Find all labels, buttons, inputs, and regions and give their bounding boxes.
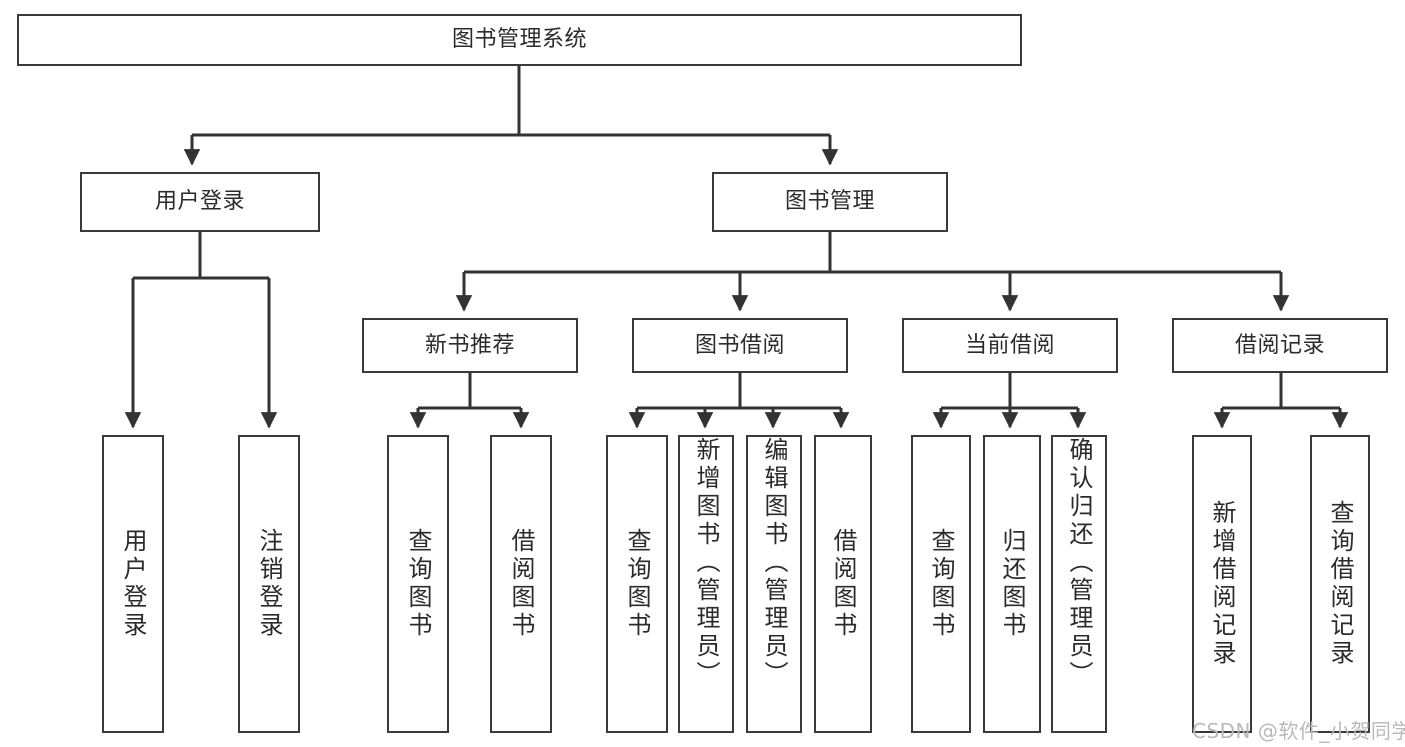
node-root-system[interactable]: 图书管理系统 [17, 14, 1022, 66]
node-leaf-query-book-current[interactable]: 查询图书 [911, 435, 971, 733]
node-label: 查询借阅记录 [1326, 500, 1354, 668]
node-new-book-recommend[interactable]: 新书推荐 [362, 318, 578, 373]
node-current-borrow[interactable]: 当前借阅 [902, 318, 1118, 373]
node-label: 图书管理系统 [451, 27, 587, 53]
node-leaf-logout[interactable]: 注销登录 [238, 435, 300, 733]
node-leaf-query-book-recommend[interactable]: 查询图书 [387, 435, 449, 733]
node-label: 注销登录 [255, 528, 283, 640]
node-label: 借阅图书 [829, 528, 857, 640]
node-label: 新增借阅记录 [1208, 500, 1236, 668]
node-label: 查询图书 [623, 528, 651, 640]
node-label: 新增图书（管理员） [692, 437, 720, 689]
node-book-management[interactable]: 图书管理 [712, 172, 948, 232]
node-borrow-record[interactable]: 借阅记录 [1172, 318, 1388, 373]
node-label: 借阅图书 [507, 528, 535, 640]
node-leaf-borrow-book[interactable]: 借阅图书 [814, 435, 872, 733]
node-leaf-add-book-admin[interactable]: 新增图书（管理员） [678, 435, 734, 733]
node-leaf-confirm-return-admin[interactable]: 确认归还（管理员） [1051, 435, 1107, 733]
node-label: 查询图书 [404, 528, 432, 640]
node-label: 图书管理 [784, 189, 875, 215]
node-leaf-query-book-borrow[interactable]: 查询图书 [606, 435, 668, 733]
node-label: 当前借阅 [964, 332, 1055, 358]
node-leaf-query-borrow-record[interactable]: 查询借阅记录 [1310, 435, 1370, 733]
node-label: 借阅记录 [1234, 332, 1325, 358]
node-label: 用户登录 [119, 528, 147, 640]
node-label: 编辑图书（管理员） [760, 437, 788, 689]
node-label: 归还图书 [998, 528, 1026, 640]
node-label: 图书借阅 [694, 332, 785, 358]
node-book-borrow[interactable]: 图书借阅 [632, 318, 848, 373]
node-label: 用户登录 [154, 189, 245, 215]
node-leaf-edit-book-admin[interactable]: 编辑图书（管理员） [746, 435, 802, 733]
node-label: 新书推荐 [424, 332, 515, 358]
node-user-login[interactable]: 用户登录 [80, 172, 320, 232]
node-leaf-add-borrow-record[interactable]: 新增借阅记录 [1192, 435, 1252, 733]
node-label: 确认归还（管理员） [1065, 437, 1093, 689]
node-label: 查询图书 [927, 528, 955, 640]
node-leaf-return-book[interactable]: 归还图书 [983, 435, 1041, 733]
node-leaf-borrow-book-recommend[interactable]: 借阅图书 [490, 435, 552, 733]
node-leaf-user-login[interactable]: 用户登录 [102, 435, 164, 733]
